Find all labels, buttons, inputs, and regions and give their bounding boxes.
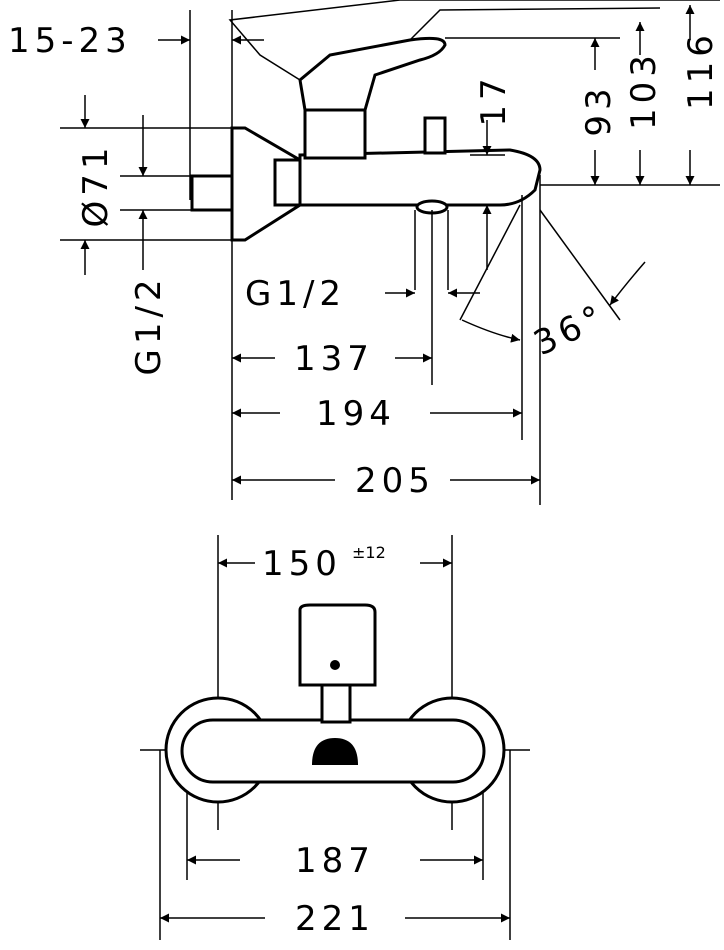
dim-centres-tolerance-label: ±12 — [352, 543, 386, 562]
dim-height-103-label: 103 — [624, 50, 664, 130]
dim-137-label: 137 — [294, 339, 374, 379]
dim-height-116-label: 116 — [681, 30, 721, 110]
dim-187-label: 187 — [295, 841, 375, 881]
dim-221-label: 221 — [295, 899, 375, 939]
dim-wall-offset-label: 15-23 — [8, 21, 132, 61]
dim-height-93-label: 93 — [579, 83, 619, 136]
side-view: 15-23 Ø71 G1/2 17 93 103 116 G1/2 36° 13… — [8, 0, 721, 505]
front-view: 150 ±12 187 221 — [140, 535, 530, 940]
dim-rosette-diameter-label: Ø71 — [76, 142, 116, 227]
dim-centres-label: 150 — [262, 544, 342, 584]
dim-194-label: 194 — [316, 394, 396, 434]
dim-spout-17-label: 17 — [474, 73, 514, 126]
dim-inlet-thread-label: G1/2 — [129, 274, 169, 375]
dim-outlet-thread-label: G1/2 — [245, 274, 346, 314]
dim-205-label: 205 — [355, 461, 435, 501]
